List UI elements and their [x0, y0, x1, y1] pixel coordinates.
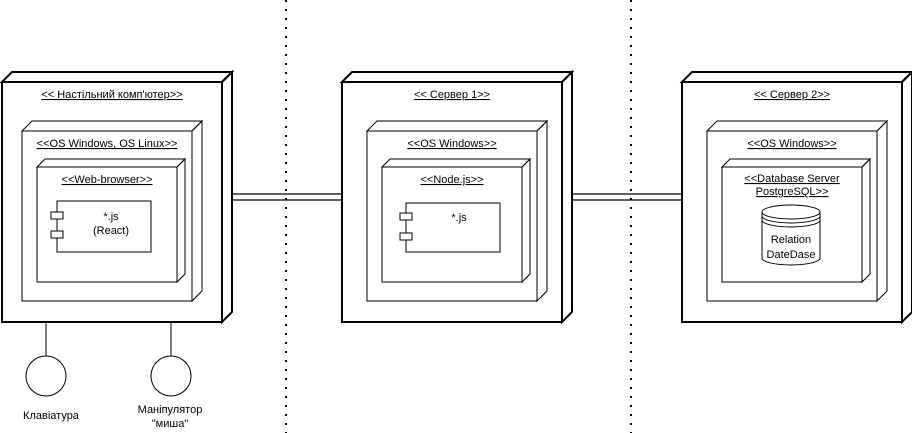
db-server-node [720, 157, 872, 284]
runtime-label: <<Node.js>> [421, 174, 484, 186]
browser-node [35, 157, 187, 284]
node-title: << Настільний комп'ютер>> [41, 89, 182, 101]
mouse-label-line1: Маніпулятор [138, 404, 203, 416]
device-keyboard [25, 322, 67, 397]
browser-label: <<Web-browser>> [62, 174, 153, 186]
database-icon [761, 204, 821, 266]
db-server-label-line2: PostgreSQL>> [756, 186, 829, 198]
keyboard-circle [25, 355, 67, 397]
node-title: << Сервер 1>> [414, 89, 490, 101]
node-title: << Сервер 2>> [754, 89, 830, 101]
database-label-line1: Relation [771, 234, 811, 246]
mouse-label-line2: "миша" [152, 418, 189, 430]
component-label-line1: *.js [103, 211, 119, 223]
db-server-label-line1: <<Database Server [744, 173, 840, 185]
os-node [705, 119, 889, 303]
component-box [399, 202, 501, 253]
component-label: *.js [451, 212, 467, 224]
keyboard-label: Клавіатура [23, 410, 80, 422]
node-server1: << Сервер 1>> <<OS Windows>> <<Node.js>>… [339, 69, 575, 325]
component-box [50, 200, 152, 253]
device-mouse [150, 322, 192, 397]
node-server2: << Сервер 2>> <<OS Windows>> <<Database … [679, 70, 912, 325]
component-label-line2: (React) [93, 225, 129, 237]
node-3d-frame [0, 69, 235, 325]
os-node [365, 119, 549, 303]
node-3d-frame [679, 70, 912, 325]
runtime-node [380, 157, 532, 284]
node-desktop: << Настільний комп'ютер>> <<OS Windows, … [0, 69, 235, 325]
os-node [20, 119, 204, 303]
node-3d-frame [339, 69, 575, 325]
os-label: <<OS Windows, OS Linux>> [37, 138, 178, 150]
mouse-circle [150, 355, 192, 397]
link-desktop-server1 [232, 193, 342, 201]
database-label-line2: DateDase [767, 249, 816, 261]
os-label: <<OS Windows>> [407, 138, 496, 150]
link-server1-server2 [572, 193, 682, 201]
os-label: <<OS Windows>> [747, 138, 836, 150]
